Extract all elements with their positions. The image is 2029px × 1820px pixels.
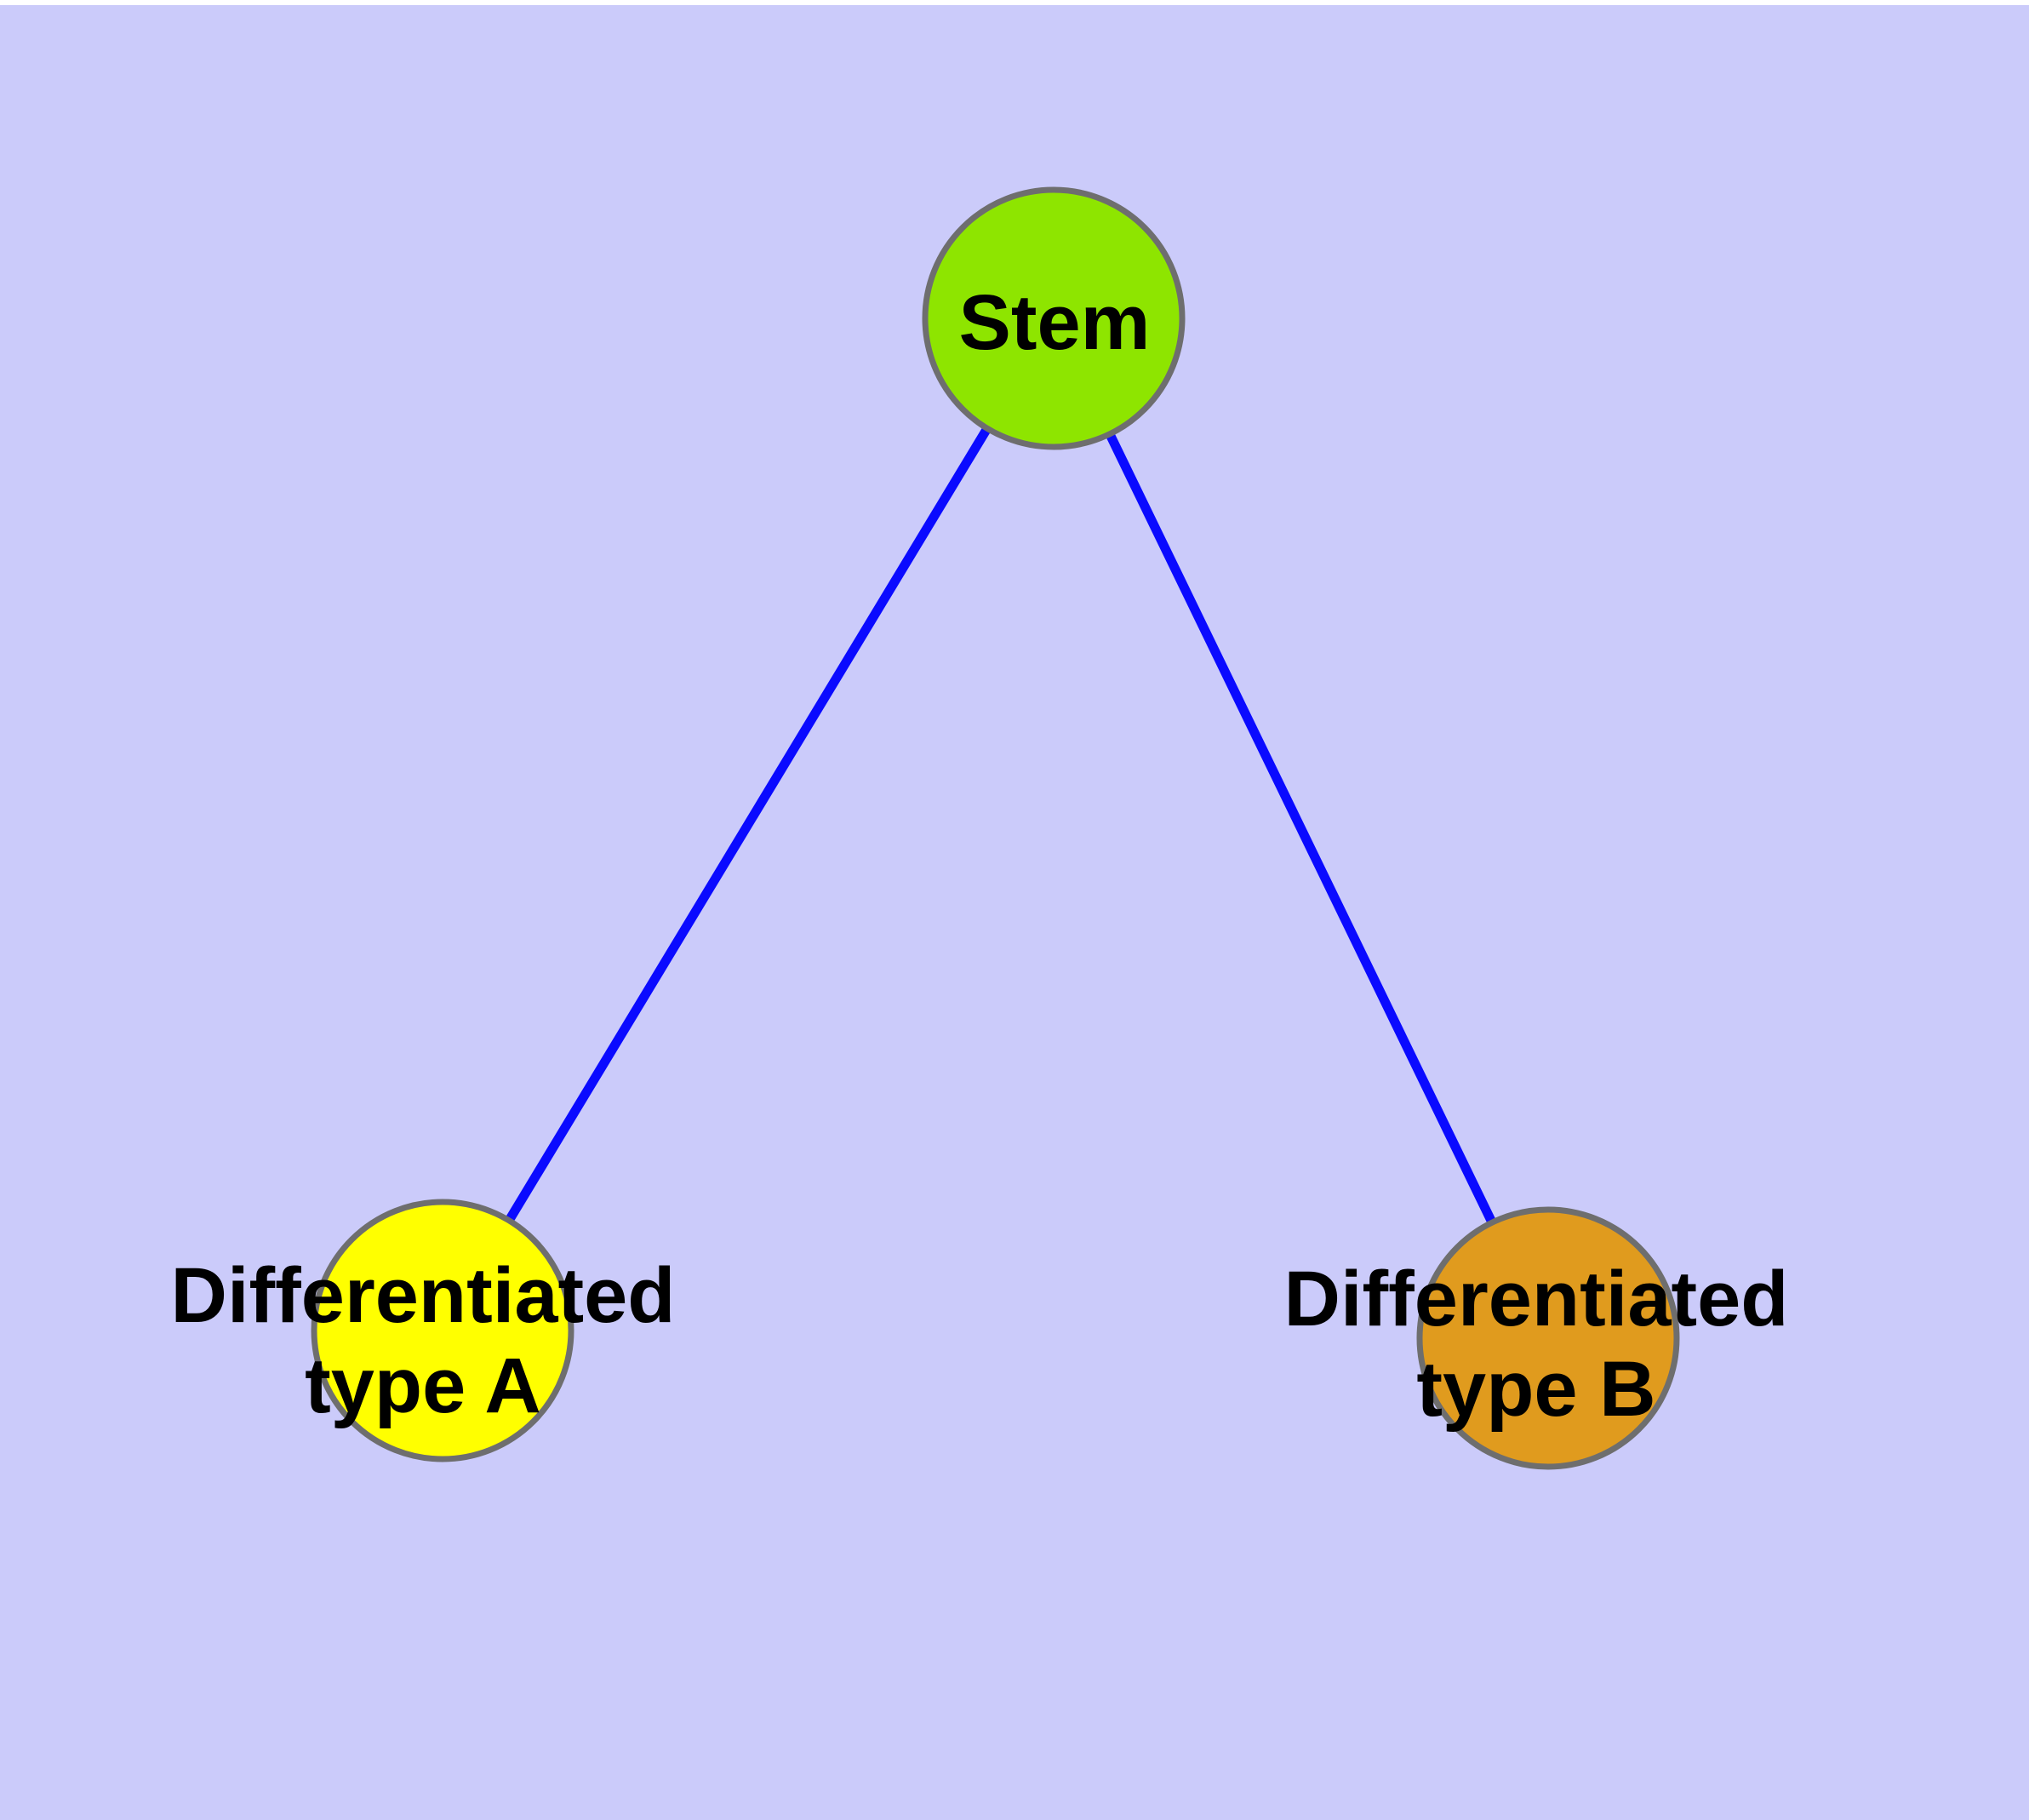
node-differentiated-type-a-label-line-1: Differentiated: [171, 1252, 676, 1339]
edge-stem-type-b: [1049, 316, 1552, 1341]
figure-top-margin: [0, 0, 2029, 5]
node-differentiated-type-a-circle: [311, 1199, 574, 1462]
node-differentiated-type-b-label-line-2: type B: [1416, 1346, 1655, 1433]
node-differentiated-type-a-label-line-2: type A: [305, 1342, 541, 1429]
edge-stem-type-a: [438, 316, 1058, 1333]
node-differentiated-type-b-circle: [1416, 1206, 1680, 1470]
node-stem-circle: [922, 186, 1186, 450]
node-differentiated-type-b-label-line-1: Differentiated: [1284, 1256, 1789, 1342]
node-stem-label-line-1: Stem: [959, 279, 1151, 366]
